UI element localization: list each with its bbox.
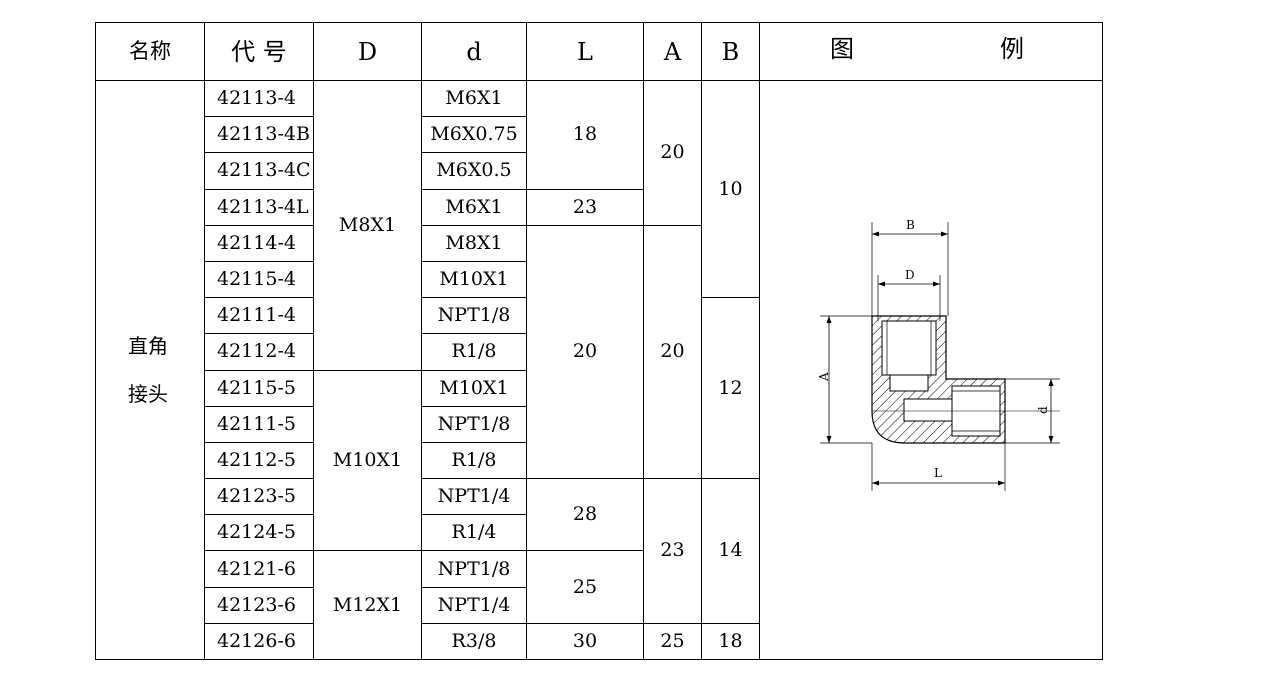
d-cell: M10X1 [421, 260, 527, 299]
B-cell: 10 [701, 79, 760, 299]
header-name: 名称 [95, 22, 205, 81]
product-name-line-2: 接头 [128, 382, 168, 406]
table-row: 42123-6 NPT1/4 [96, 586, 1103, 624]
code-cell: 42115-5 [204, 369, 314, 407]
d-cell: NPT1/8 [421, 405, 527, 443]
table-row: 42114-4 M8X1 20 20 [96, 224, 1103, 480]
table-row: 直角 接头 42113-4 M8X1 M6X1 18 20 10 [95, 79, 1103, 660]
d-cell: R1/8 [421, 441, 527, 480]
table-row: 42113-4C M6X0.5 [96, 152, 1103, 190]
table-row: 42115-5 M10X1 M10X1 [96, 369, 1103, 552]
code-cell: 42113-4B [204, 116, 314, 154]
d-cell: M6X0.75 [421, 116, 527, 154]
label-B: B [906, 218, 915, 232]
d-cell: NPT1/8 [421, 550, 527, 588]
d-cell: M6X1 [421, 188, 527, 226]
B-cell: 14 [701, 478, 760, 624]
code-cell: 42124-5 [204, 514, 314, 552]
d-cell: R1/4 [421, 514, 527, 552]
code-cell: 42115-4 [204, 260, 314, 299]
d-cell: M6X0.5 [421, 152, 527, 190]
code-cell: 42112-5 [204, 441, 314, 480]
D-cell: M12X1 [313, 550, 422, 660]
product-name-cell: 直角 接头 [95, 80, 205, 660]
d-cell: NPT1/4 [421, 586, 527, 624]
header-figure-char-2: 例 [1000, 35, 1024, 63]
table-row: 42113-4B M6X0.75 [96, 116, 1103, 154]
table-row: 42112-5 R1/8 [96, 441, 1103, 480]
code-cell: 42114-4 [204, 224, 314, 262]
code-cell: 42111-4 [204, 297, 314, 335]
header-figure: 图 例 [759, 22, 1103, 81]
header-D: D [313, 22, 422, 81]
B-cell: 18 [701, 622, 760, 661]
A-cell: 20 [643, 224, 702, 480]
code-cell: 42113-4L [204, 188, 314, 226]
D-cell: M8X1 [313, 80, 422, 371]
A-cell: 20 [643, 80, 702, 226]
product-name-line-1: 直角 [128, 334, 168, 358]
table-row: 42124-5 R1/4 [96, 514, 1103, 552]
label-D: D [905, 268, 915, 282]
L-cell: 18 [526, 80, 644, 190]
header-code: 代 号 [204, 22, 314, 81]
header-row: 名称 代 号 D d L A B 图 例 [95, 22, 1103, 81]
d-cell: NPT1/4 [421, 478, 527, 516]
table-row: 42115-4 M10X1 [96, 260, 1103, 299]
header-d: d [421, 22, 527, 81]
A-cell: 25 [643, 622, 702, 661]
B-cell: 12 [701, 297, 760, 480]
code-cell: 42123-5 [204, 478, 314, 516]
code-cell: 42111-5 [204, 405, 314, 443]
table-row: 42113-4L M6X1 23 [96, 188, 1103, 226]
header-L: L [526, 22, 644, 81]
code-cell: 42121-6 [204, 550, 314, 588]
spec-table: 名称 代 号 D d L A B 图 例 直角 接头 42113-4 M8X1 … [95, 22, 1103, 661]
code-cell: 42123-6 [204, 586, 314, 624]
L-cell: 20 [526, 224, 644, 480]
code-cell: 42113-4 [204, 79, 314, 118]
table-row: 42123-5 NPT1/4 28 23 14 [96, 478, 1103, 624]
figure-cell: B D A [759, 80, 1103, 660]
d-cell: R1/8 [421, 333, 527, 371]
L-cell: 30 [526, 622, 644, 661]
d-cell: M8X1 [421, 224, 527, 262]
L-cell: 25 [526, 550, 644, 624]
horizontal-neck [903, 398, 953, 422]
label-L: L [934, 466, 942, 480]
vertical-bore [881, 320, 937, 376]
label-A: A [817, 372, 831, 382]
header-figure-char-1: 图 [830, 35, 854, 63]
table-row: 42126-6 R3/8 30 25 18 [96, 622, 1103, 661]
code-cell: 42112-4 [204, 333, 314, 371]
d-cell: NPT1/8 [421, 297, 527, 335]
code-cell: 42113-4C [204, 152, 314, 190]
A-cell: 23 [643, 478, 702, 624]
d-cell: R3/8 [421, 622, 527, 661]
table-row: 42121-6 M12X1 NPT1/8 25 [96, 550, 1103, 660]
d-cell: M10X1 [421, 369, 527, 407]
D-cell: M10X1 [313, 369, 422, 552]
vertical-neck [889, 374, 929, 392]
header-A: A [643, 22, 702, 81]
header-B: B [701, 22, 760, 81]
L-cell: 23 [526, 188, 644, 226]
table-row: 42111-4 NPT1/8 12 [96, 297, 1103, 480]
code-cell: 42126-6 [204, 622, 314, 661]
d-cell: M6X1 [421, 79, 527, 118]
elbow-fitting-drawing: B D A [817, 218, 1060, 491]
table-row: 42111-5 NPT1/8 [96, 405, 1103, 443]
label-d: d [1036, 406, 1050, 414]
L-cell: 28 [526, 478, 644, 552]
